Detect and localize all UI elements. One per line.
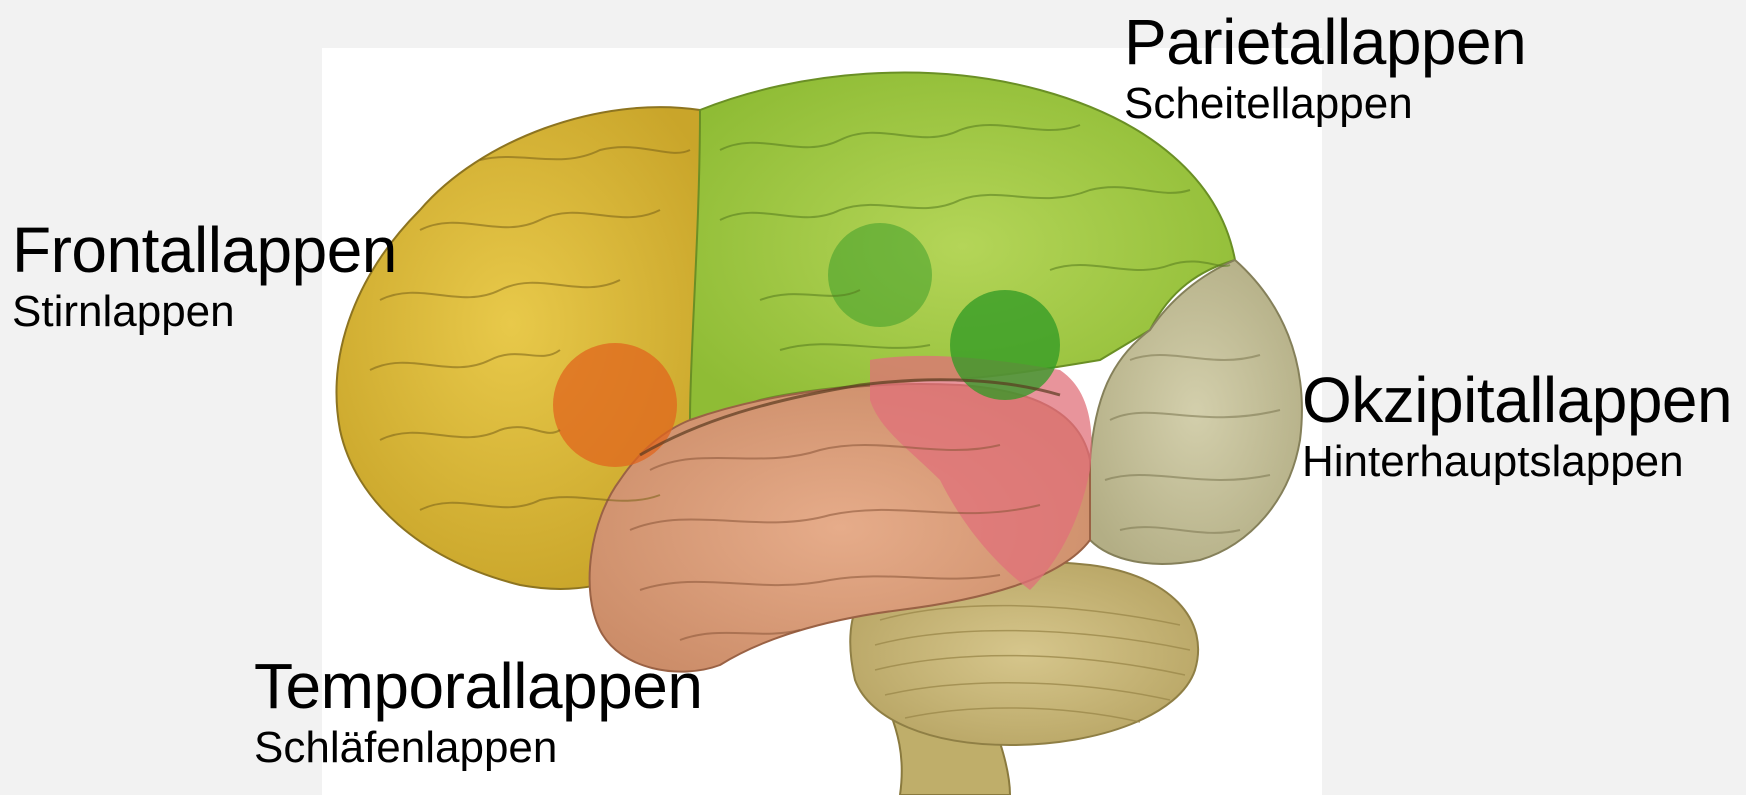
temporal-subtitle: Schläfenlappen [254, 726, 702, 770]
label-occipital: Okzipitallappen Hinterhauptslappen [1302, 368, 1732, 484]
occipital-subtitle: Hinterhauptslappen [1302, 440, 1732, 484]
label-temporal: Temporallappen Schläfenlappen [254, 654, 702, 770]
label-frontal: Frontallappen Stirnlappen [12, 218, 397, 334]
parietal-title: Parietallappen [1124, 10, 1526, 74]
broca-area [553, 343, 677, 467]
frontal-subtitle: Stirnlappen [12, 290, 397, 334]
label-parietal: Parietallappen Scheitellappen [1124, 10, 1526, 126]
frontal-title: Frontallappen [12, 218, 397, 282]
occipital-title: Okzipitallappen [1302, 368, 1732, 432]
temporal-title: Temporallappen [254, 654, 702, 718]
green-spot-upper [828, 223, 932, 327]
parietal-subtitle: Scheitellappen [1124, 82, 1526, 126]
